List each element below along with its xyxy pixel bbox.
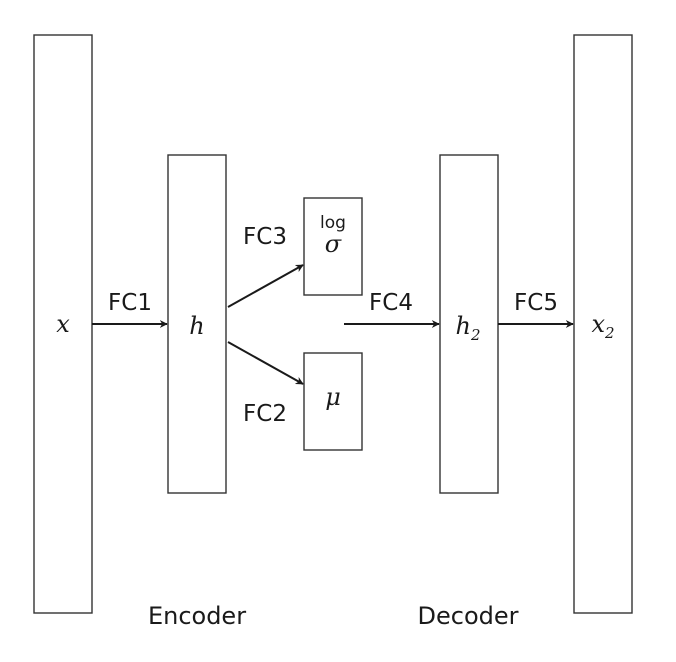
encoder-label: Encoder [148, 602, 246, 630]
log-label: log [320, 213, 346, 233]
x2-node-label: x2 [591, 310, 614, 342]
fc5-label: FC5 [514, 290, 558, 316]
fc3-label: FC3 [243, 224, 287, 250]
output-layer-box [573, 34, 633, 614]
h2-node-label: h2 [455, 312, 480, 344]
fc3-arrow [227, 264, 304, 308]
fc2-label: FC2 [243, 401, 287, 427]
decoder-hidden-box [439, 154, 499, 494]
fc4-label: FC4 [369, 290, 413, 316]
fc1-label: FC1 [108, 290, 152, 316]
sigma-node-label: σ [325, 230, 342, 258]
hidden-layer-box [167, 154, 227, 494]
log-sigma-box [303, 197, 363, 296]
h-node-label: h [189, 312, 204, 340]
fc2-arrow [227, 341, 304, 385]
mu-box [303, 352, 363, 451]
decoder-label: Decoder [418, 602, 519, 630]
mu-node-label: μ [325, 383, 341, 411]
x-node-label: x [56, 310, 70, 338]
input-layer-box [33, 34, 93, 614]
